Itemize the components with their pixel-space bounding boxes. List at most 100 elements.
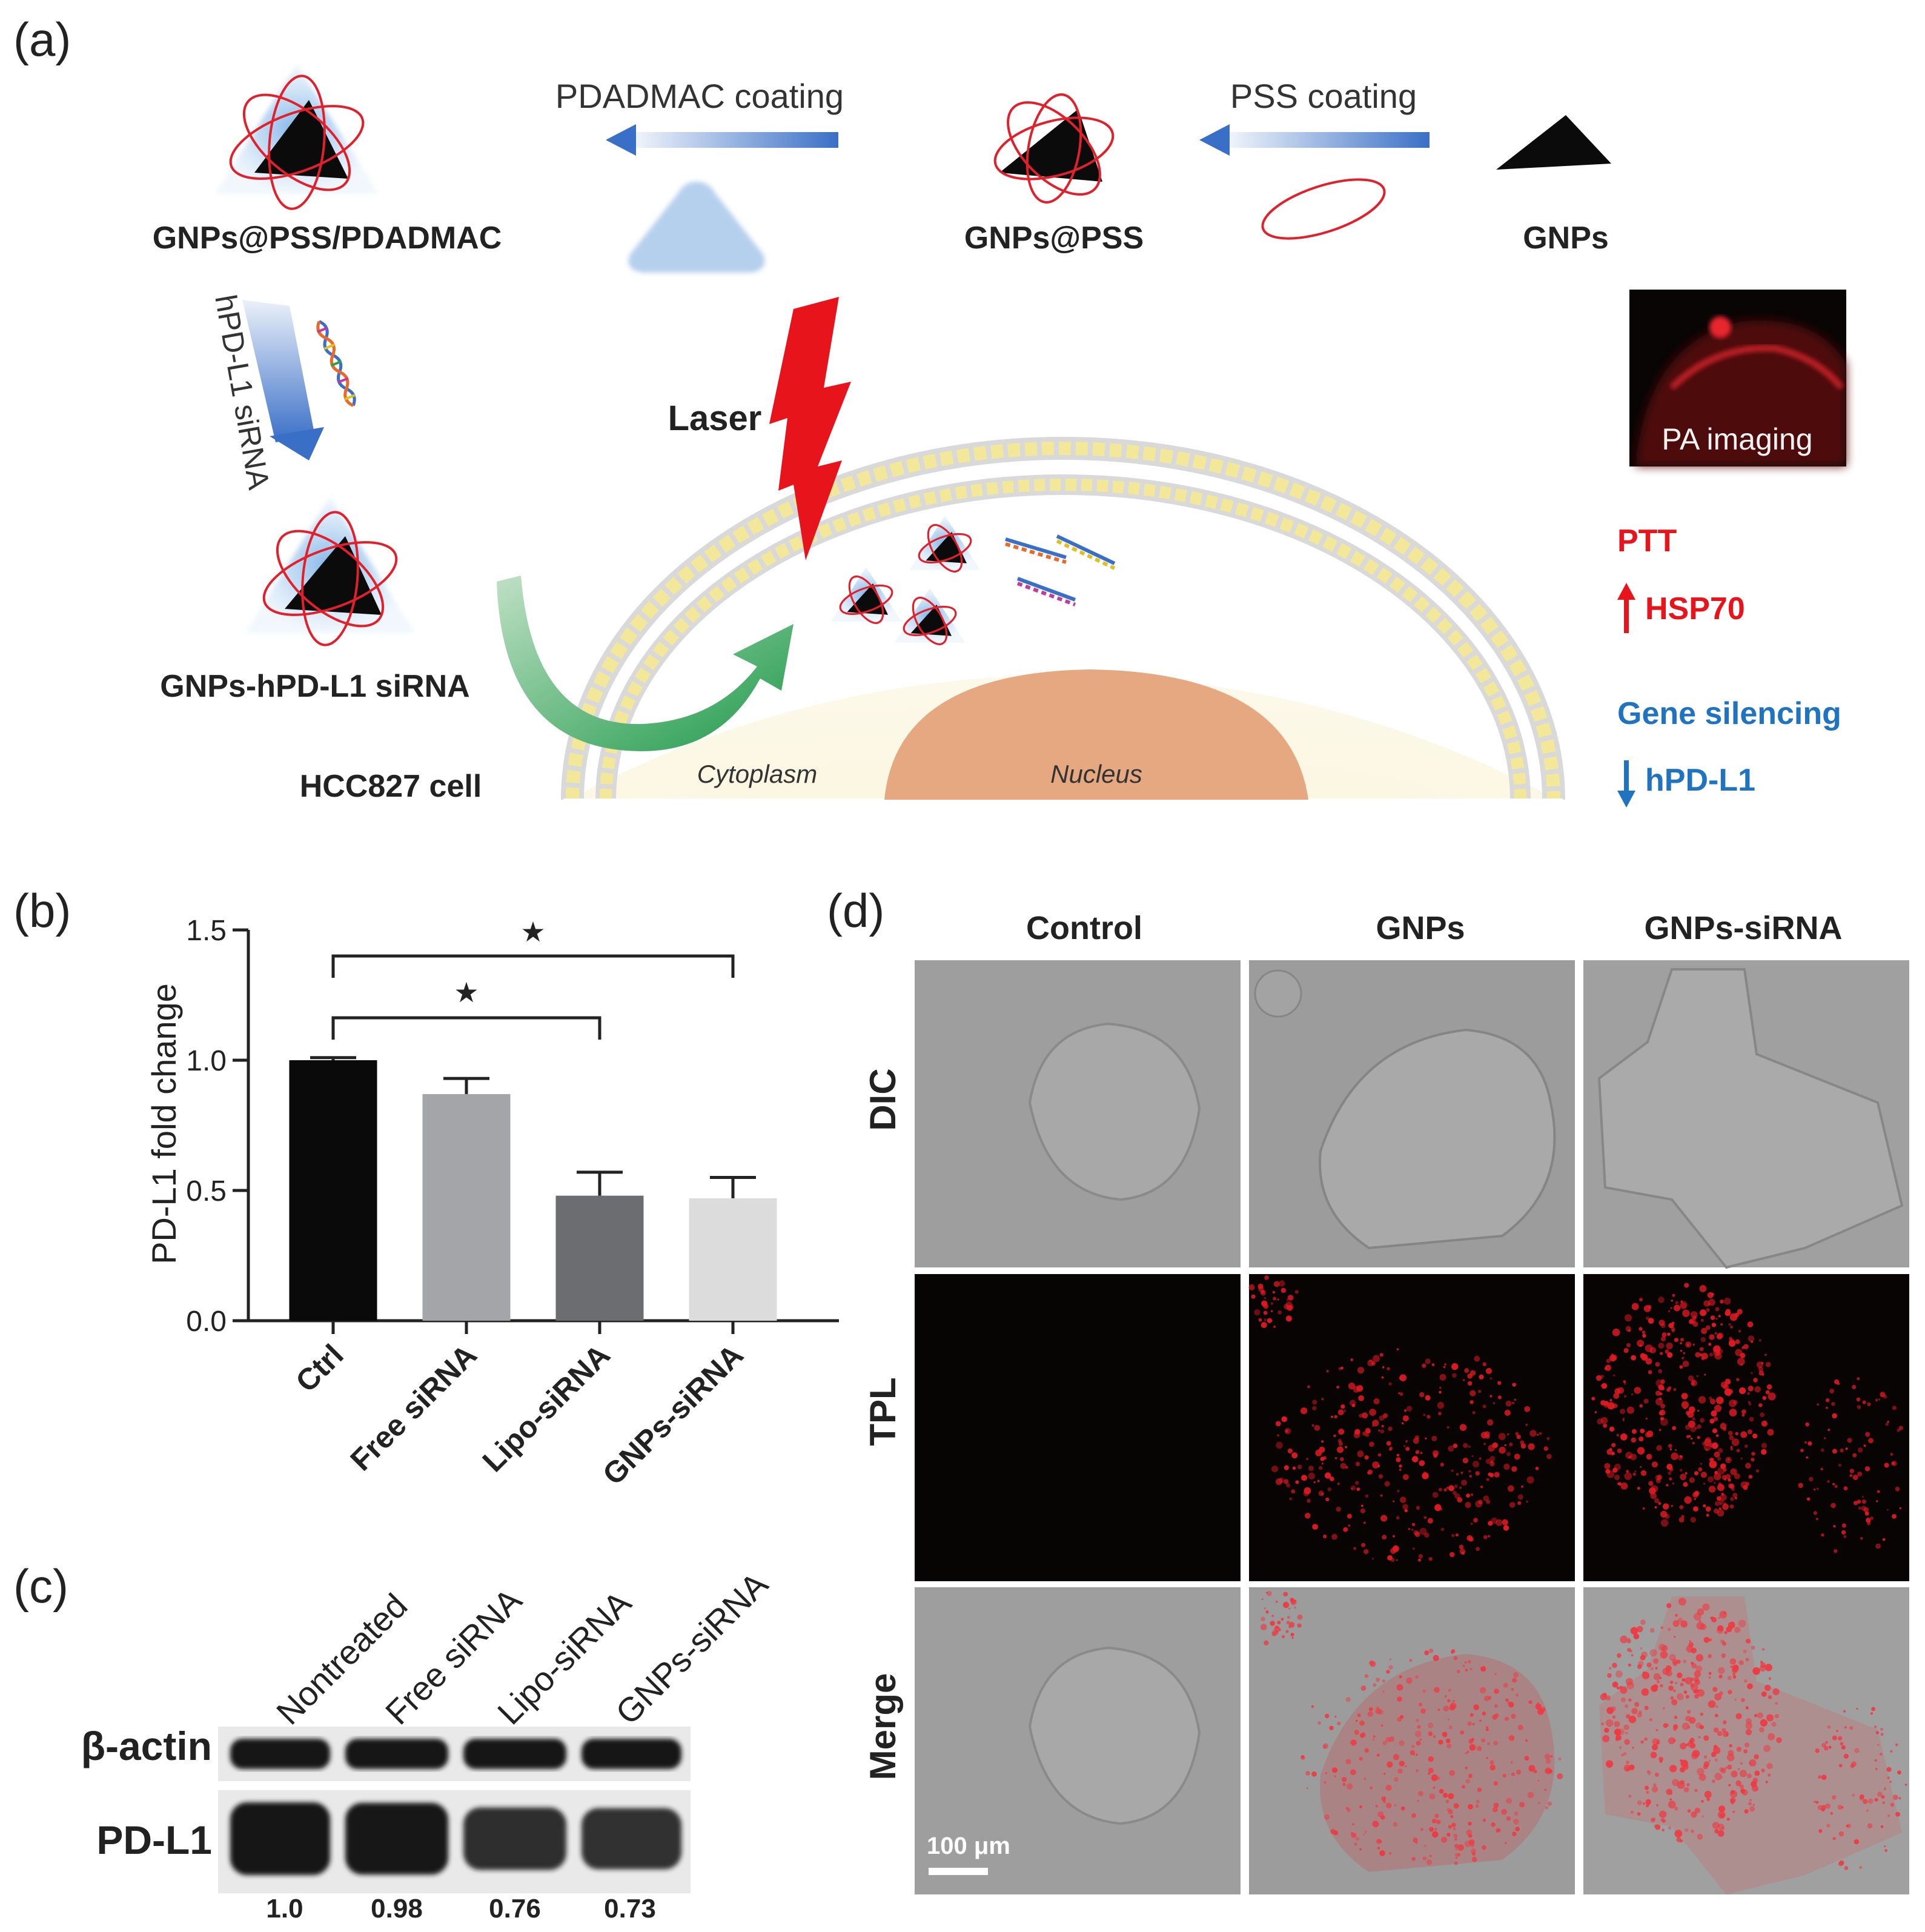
significance-bracket (331, 1016, 601, 1040)
fluorescence-speck (1708, 1343, 1712, 1346)
fluorescence-speck (1345, 1759, 1351, 1765)
fluorescence-speck (1747, 1321, 1754, 1328)
fluorescence-speck (1867, 1402, 1871, 1407)
fluorescence-speck (1396, 1453, 1400, 1457)
bar (289, 1060, 377, 1321)
fluorescence-speck (1714, 1693, 1722, 1701)
fluorescence-speck (1607, 1673, 1612, 1678)
fluorescence-speck (1689, 1738, 1695, 1743)
fluorescence-speck (1890, 1802, 1895, 1807)
fluorescence-speck (1359, 1848, 1362, 1851)
fluorescence-speck (1509, 1442, 1513, 1447)
fluorescence-speck (1342, 1777, 1347, 1782)
fluorescence-speck (1417, 1725, 1421, 1729)
fluorescence-speck (1400, 1806, 1405, 1811)
fluorescence-speck (1650, 1751, 1657, 1759)
fluorescence-speck (1445, 1738, 1451, 1744)
fluorescence-speck (1832, 1449, 1837, 1454)
fluorescence-speck (1425, 1395, 1431, 1401)
fluorescence-speck (1712, 1822, 1720, 1829)
fluorescence-speck (1752, 1433, 1758, 1439)
fluorescence-speck (1288, 1607, 1291, 1610)
fluorescence-speck (1494, 1673, 1497, 1676)
fluorescence-speck (1698, 1467, 1703, 1472)
fluorescence-speck (1728, 1458, 1730, 1461)
fluorescence-speck (1325, 1772, 1327, 1774)
fluorescence-speck (1511, 1772, 1516, 1776)
fluorescence-speck (1703, 1482, 1706, 1485)
fluorescence-speck (1377, 1811, 1384, 1817)
fluorescence-speck (1448, 1725, 1453, 1730)
fluorescence-speck (1744, 1444, 1748, 1449)
fluorescence-speck (1369, 1660, 1374, 1666)
label-gnps: GNPs (1523, 221, 1609, 256)
fluorescence-speck (1497, 1395, 1502, 1399)
svg-text:PA imaging: PA imaging (1662, 422, 1812, 456)
fluorescence-speck (1482, 1818, 1486, 1822)
fluorescence-speck (1700, 1712, 1704, 1716)
fluorescence-speck (1849, 1726, 1854, 1730)
fluorescence-speck (1517, 1501, 1522, 1505)
fluorescence-speck (1661, 1645, 1668, 1652)
fluorescence-speck (1884, 1462, 1889, 1468)
fluorescence-speck (1734, 1627, 1741, 1633)
fluorescence-speck (1637, 1339, 1645, 1347)
fluorescence-speck (1488, 1472, 1492, 1476)
fluorescence-speck (1703, 1444, 1711, 1452)
fluorescence-speck (1260, 1624, 1267, 1630)
fluorescence-speck (1701, 1327, 1708, 1335)
fluorescence-speck (1617, 1448, 1622, 1453)
fluorescence-speck (1631, 1708, 1638, 1715)
fluorescence-speck (1338, 1441, 1343, 1446)
row-label-tpl: TPL (863, 1377, 903, 1446)
fluorescence-speck (1715, 1307, 1720, 1312)
fluorescence-speck (1367, 1430, 1371, 1434)
fluorescence-speck (1651, 1667, 1654, 1670)
fluorescence-speck (1261, 1616, 1265, 1621)
fluorescence-speck (1357, 1385, 1363, 1391)
fluorescence-speck (1890, 1453, 1894, 1456)
gnps-pss-pdadmac-particle (215, 64, 379, 210)
fluorescence-speck (1436, 1819, 1441, 1825)
fluorescence-speck (1684, 1496, 1692, 1504)
fluorescence-speck (1311, 1705, 1314, 1708)
fluorescence-speck (1396, 1348, 1399, 1350)
fluorescence-speck (1371, 1425, 1374, 1427)
scale-bar (929, 1868, 988, 1875)
fluorescence-speck (1471, 1455, 1474, 1458)
fluorescence-speck (1448, 1445, 1454, 1452)
fluorescence-speck (1486, 1419, 1494, 1426)
fluorescence-speck (1643, 1305, 1651, 1312)
fluorescence-speck (1687, 1710, 1691, 1714)
fluorescence-speck (1651, 1786, 1658, 1793)
fluorescence-speck (1618, 1482, 1622, 1486)
fluorescence-speck (1663, 1723, 1668, 1728)
fluorescence-speck (1605, 1719, 1614, 1727)
fluorescence-speck (1754, 1714, 1758, 1718)
fluorescence-speck (1294, 1290, 1299, 1294)
fluorescence-speck (1754, 1770, 1760, 1776)
fluorescence-speck (1490, 1460, 1494, 1464)
fluorescence-speck (1261, 1300, 1268, 1307)
fluorescence-speck (1739, 1387, 1746, 1395)
fluorescence-speck (1629, 1764, 1635, 1770)
fluorescence-speck (1640, 1655, 1646, 1661)
fluorescence-speck (1524, 1756, 1529, 1761)
fluorescence-speck (1861, 1496, 1864, 1498)
fluorescence-speck (1691, 1811, 1697, 1818)
fluorescence-speck (1637, 1487, 1640, 1490)
fluorescence-speck (1385, 1784, 1392, 1791)
fluorescence-speck (1419, 1460, 1425, 1467)
fluorescence-speck (1467, 1373, 1473, 1379)
fluorescence-speck (1675, 1682, 1677, 1684)
fluorescence-speck (1297, 1614, 1303, 1620)
fluorescence-speck (1402, 1474, 1409, 1481)
fluorescence-speck (1625, 1314, 1632, 1322)
fluorescence-speck (1277, 1434, 1280, 1437)
fluorescence-speck (1606, 1358, 1611, 1363)
quant-1: 1.0 (266, 1894, 303, 1924)
pss-ring (1261, 178, 1386, 240)
fluorescence-speck (1614, 1728, 1622, 1736)
internalized-particles (830, 516, 1116, 645)
fluorescence-speck (1880, 1825, 1884, 1828)
